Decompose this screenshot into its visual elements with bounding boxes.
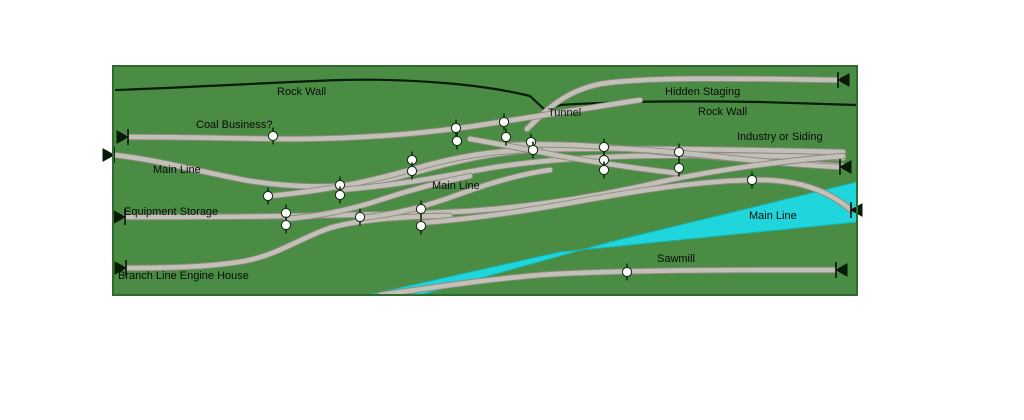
turnout-marker-icon[interactable] (673, 146, 685, 158)
track-core (123, 213, 453, 271)
turnout-marker-icon[interactable] (673, 162, 685, 174)
turnout-t02[interactable] (450, 119, 462, 137)
turnout-t21[interactable] (354, 208, 366, 226)
turnout-marker-icon[interactable] (450, 122, 462, 134)
track-core (125, 97, 643, 142)
track-equipment-storage-trk (121, 152, 847, 221)
end-marker-end-industry-siding (838, 159, 852, 175)
track-industry-siding-track (601, 144, 844, 171)
turnout-t22[interactable] (415, 200, 427, 218)
turnout-t23[interactable] (415, 217, 427, 235)
arrowhead-icon (102, 148, 116, 162)
turnout-marker-icon[interactable] (598, 164, 610, 176)
track-branch-line-track (122, 212, 454, 272)
track-core (417, 177, 854, 226)
arrowhead-icon (114, 261, 128, 275)
turnout-marker-icon[interactable] (415, 203, 427, 215)
turnout-t13[interactable] (673, 143, 685, 161)
turnout-t15[interactable] (746, 171, 758, 189)
label-tunnel: Tunnel (548, 107, 581, 119)
label-main-line-right: Main Line (749, 210, 797, 222)
turnout-t18[interactable] (262, 187, 274, 205)
turnout-t03[interactable] (451, 132, 463, 150)
turnout-marker-icon[interactable] (334, 189, 346, 201)
turnout-t17[interactable] (334, 186, 346, 204)
end-marker-end-hidden-staging (836, 72, 850, 88)
track-core (377, 267, 839, 295)
turnout-marker-icon[interactable] (500, 131, 512, 143)
turnout-t12[interactable] (598, 161, 610, 179)
track-main-line-southeast (416, 176, 855, 227)
label-rock-wall-right: Rock Wall (698, 106, 747, 118)
turnout-marker-icon[interactable] (451, 135, 463, 147)
track-hidden-staging-track (523, 75, 842, 133)
turnout-t01[interactable] (267, 127, 279, 145)
river-layer (367, 181, 857, 295)
track-core (602, 145, 843, 170)
turnout-t20[interactable] (280, 216, 292, 234)
turnout-marker-icon[interactable] (498, 116, 510, 128)
arrowhead-icon (116, 130, 130, 144)
turnout-marker-icon[interactable] (527, 144, 539, 156)
track-diagonal-crossing (466, 135, 680, 177)
end-marker-end-sawmill (834, 262, 848, 278)
turnout-marker-icon[interactable] (262, 190, 274, 202)
turnout-marker-icon[interactable] (267, 130, 279, 142)
turnout-t14[interactable] (673, 159, 685, 177)
turnout-t07[interactable] (527, 141, 539, 159)
track-coal-business-spur (124, 96, 644, 143)
label-coal-business: Coal Business? (196, 119, 272, 131)
turnout-marker-icon[interactable] (598, 141, 610, 153)
track-core (467, 136, 679, 176)
turnout-t05[interactable] (500, 128, 512, 146)
arrowhead-icon (834, 263, 848, 277)
turnout-marker-icon[interactable] (415, 220, 427, 232)
label-hidden-staging: Hidden Staging (665, 86, 740, 98)
label-sawmill: Sawmill (657, 253, 695, 265)
turnout-marker-icon[interactable] (746, 174, 758, 186)
track-core (122, 153, 846, 220)
turnout-marker-icon[interactable] (280, 219, 292, 231)
turnout-t24[interactable] (621, 263, 633, 281)
turnout-marker-icon[interactable] (280, 207, 292, 219)
label-branch-line-engine: Branch Line Engine House (118, 270, 249, 282)
turnout-marker-icon[interactable] (406, 165, 418, 177)
end-marker-end-coal-business (116, 129, 130, 145)
track-core (357, 167, 553, 221)
turnout-marker-icon[interactable] (354, 211, 366, 223)
label-industry-or-siding: Industry or Siding (737, 131, 823, 143)
end-marker-end-branch-line (114, 260, 128, 276)
rock-wall-left-line (114, 78, 857, 112)
river-river (367, 181, 857, 295)
label-main-line-left: Main Line (153, 164, 201, 176)
arrowhead-icon (838, 160, 852, 174)
turnout-t04[interactable] (498, 113, 510, 131)
rock-wall-layer (114, 78, 857, 112)
turnout-layer (262, 113, 758, 281)
turnout-t09[interactable] (406, 162, 418, 180)
label-rock-wall-left: Rock Wall (277, 86, 326, 98)
track-core (283, 173, 473, 222)
track-core (524, 76, 841, 132)
label-main-line-center: Main Line (432, 180, 480, 192)
label-equipment-storage: Equipment Storage (124, 206, 218, 218)
arrowhead-icon (836, 73, 850, 87)
track-sawmill-track (376, 266, 840, 295)
turnout-marker-icon[interactable] (621, 266, 633, 278)
track-crossover-a (282, 172, 474, 223)
track-crossover-b (356, 166, 554, 222)
benchwork-border (112, 65, 858, 296)
